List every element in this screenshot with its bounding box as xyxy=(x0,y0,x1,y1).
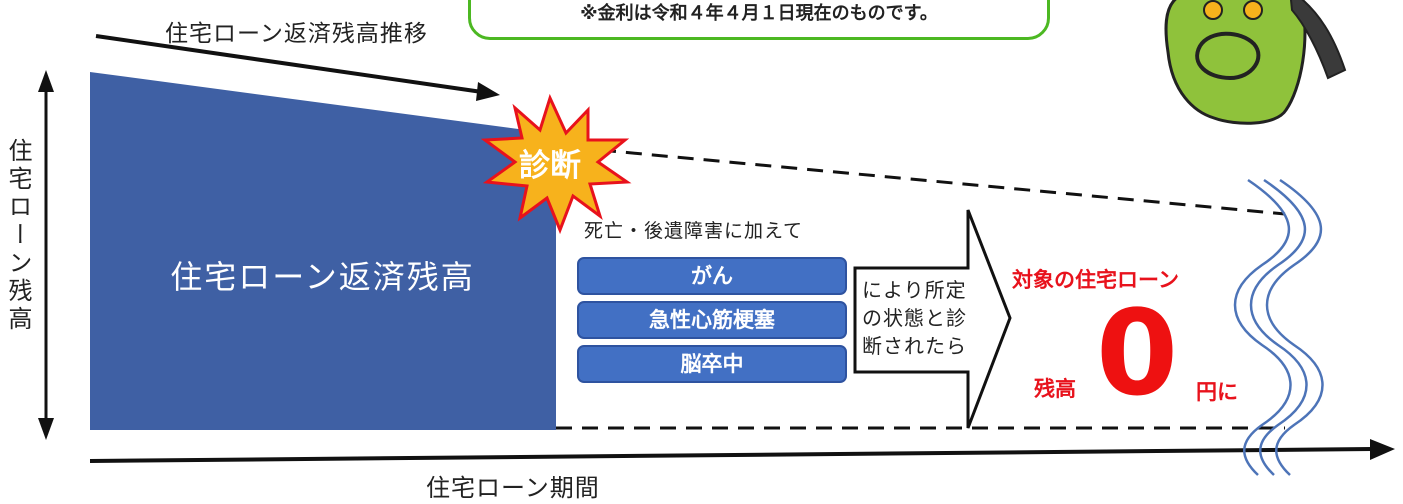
arrow-text: により所定 の状態と診 断されたら xyxy=(862,276,982,360)
x-axis-label: 住宅ローン期間 xyxy=(426,474,600,502)
diagnosis-burst-shape xyxy=(480,93,632,235)
projected-balance-dashed-line xyxy=(599,148,1286,216)
balance-area-label: 住宅ローン返済残高 xyxy=(170,258,475,296)
result-suffix: 円に xyxy=(1196,380,1238,404)
arrow-text-line: により所定 xyxy=(862,278,967,302)
result-title: 対象の住宅ローン xyxy=(1012,268,1179,292)
diagnosis-label: 診断 xyxy=(519,148,581,184)
condition-block-arrow xyxy=(853,209,1012,429)
result-prefix: 残高 xyxy=(1034,377,1076,401)
interest-note-text: ※金利は令和４年４月１日現在のものです。 xyxy=(580,3,938,24)
axis-break-wave-icon xyxy=(1233,178,1324,476)
condition-stroke: 脳卒中 xyxy=(577,345,847,383)
conditions-intro: 死亡・後遺障害に加えて xyxy=(584,220,804,242)
arrow-text-line: 断されたら xyxy=(862,334,967,358)
interest-note-box: ※金利は令和４年４月１日現在のものです。 xyxy=(468,0,1050,40)
y-axis-label: 住宅ローン残高 xyxy=(4,138,32,334)
condition-cancer: がん xyxy=(577,257,847,295)
mascot-icon xyxy=(1164,0,1347,125)
trend-label: 住宅ローン返済残高推移 xyxy=(165,21,428,47)
y-axis-arrow xyxy=(38,70,54,440)
arrow-text-line: の状態と診 xyxy=(862,306,967,330)
condition-acute-myocardial-infarction: 急性心筋梗塞 xyxy=(577,301,847,339)
result-zero-value: 0 xyxy=(1096,284,1179,422)
trend-arrow xyxy=(95,34,500,101)
x-axis-arrow xyxy=(89,439,1395,463)
balance-area xyxy=(90,72,556,430)
